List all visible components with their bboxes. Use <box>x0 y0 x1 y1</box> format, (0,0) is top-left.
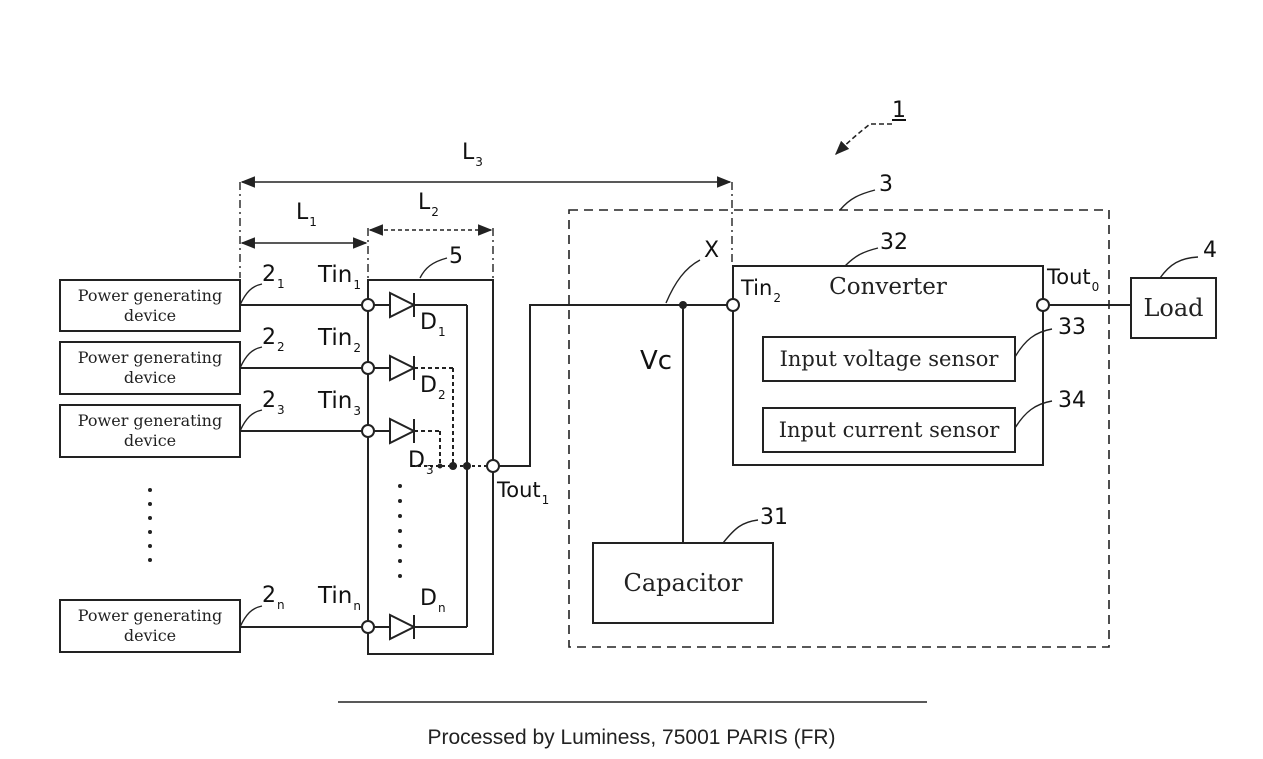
wire-output-to-converter <box>499 305 727 466</box>
terminal-tout-1 <box>487 460 499 472</box>
capacitor-ref: 31 <box>760 505 788 530</box>
junction-node-x <box>679 301 687 309</box>
node-x-label: X <box>704 238 719 263</box>
diode-dn-label: Dn <box>420 586 446 611</box>
leader-load <box>1160 257 1198 278</box>
terminal-tin-2 <box>362 362 374 374</box>
device-3-ref: 23 <box>262 388 285 413</box>
diode-d2-label: D2 <box>420 373 446 398</box>
dimension-l1-label: L1 <box>296 200 317 225</box>
leader-voltage-sensor <box>1015 329 1052 357</box>
input-current-sensor-ref: 34 <box>1058 388 1086 413</box>
ellipsis-devices <box>148 488 152 562</box>
terminal-tin-3 <box>362 425 374 437</box>
device-n-label: Power generating device <box>60 600 240 652</box>
leader-capacitor <box>723 520 758 543</box>
capacitor-label: Capacitor <box>593 543 773 623</box>
figure-ref-arrow <box>836 124 892 154</box>
terminal-tout-1-label: Tout1 <box>497 478 549 502</box>
input-voltage-sensor-label: Input voltage sensor <box>763 337 1015 381</box>
leader-node-x <box>666 260 700 303</box>
converter-output-label: Tout0 <box>1047 265 1099 289</box>
junction-bus-1 <box>449 462 457 470</box>
dimension-l2-label: L2 <box>418 190 439 215</box>
input-current-sensor-label: Input current sensor <box>763 408 1015 452</box>
device-n-ref: 2n <box>262 583 285 608</box>
leader-power-conditioner <box>840 190 875 210</box>
dimension-l3-label: L3 <box>462 140 483 165</box>
ellipsis-diodes <box>398 484 402 578</box>
leader-device-1 <box>240 284 262 305</box>
leader-device-3 <box>240 410 262 431</box>
terminal-tin-1 <box>362 299 374 311</box>
footer-text: Processed by Luminess, 75001 PARIS (FR) <box>0 726 1263 750</box>
diode-dn <box>374 466 467 639</box>
terminal-tin-n <box>362 621 374 633</box>
device-1-label: Power generating device <box>60 280 240 331</box>
leader-device-2 <box>240 347 262 368</box>
device-3-label: Power generating device <box>60 405 240 457</box>
input-voltage-sensor-ref: 33 <box>1058 315 1086 340</box>
diode-d3-label: D3 <box>408 448 434 473</box>
leader-current-sensor <box>1015 401 1052 428</box>
device-1-ref: 21 <box>262 262 285 287</box>
terminal-tin-2-label: Tin2 <box>318 325 361 351</box>
power-conditioner-ref: 3 <box>879 172 893 197</box>
load-ref: 4 <box>1203 238 1217 263</box>
device-2-label: Power generating device <box>60 342 240 394</box>
load-label: Load <box>1131 278 1216 338</box>
terminal-tin-n-label: Tinn <box>318 583 361 609</box>
leader-converter <box>845 248 878 266</box>
junction-bus-3 <box>438 464 443 469</box>
device-2-ref: 22 <box>262 325 285 350</box>
terminal-tin-1-label: Tin1 <box>318 262 361 288</box>
diode-unit-ref: 5 <box>449 244 463 269</box>
leader-diode-unit <box>420 258 447 278</box>
figure-ref: 1 <box>892 98 906 123</box>
diode-d1-label: D1 <box>420 310 446 335</box>
leader-device-n <box>240 606 262 627</box>
voltage-vc-label: Vc <box>640 346 672 376</box>
converter-label: Converter <box>733 272 1043 302</box>
converter-ref: 32 <box>880 230 908 255</box>
junction-bus-2 <box>463 462 471 470</box>
terminal-tin-3-label: Tin3 <box>318 388 361 414</box>
